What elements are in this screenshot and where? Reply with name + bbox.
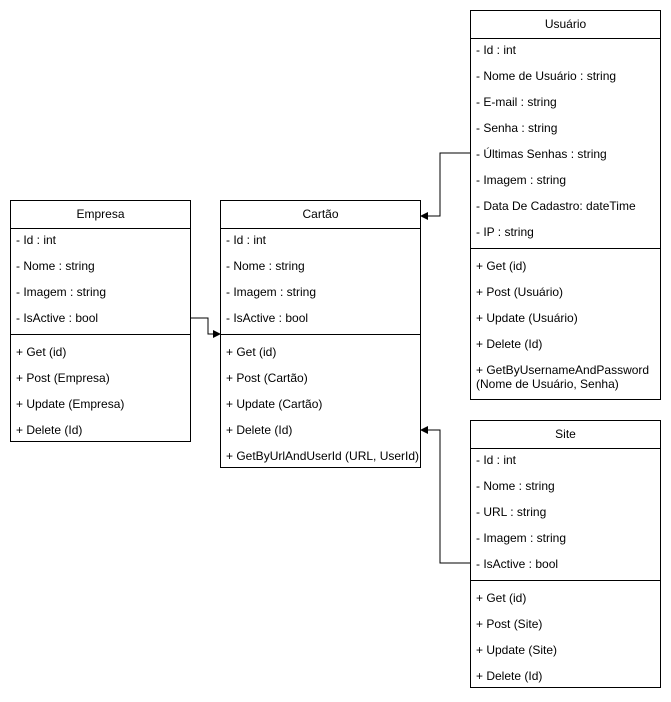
usuario-attr-senha: - Senha : string bbox=[476, 121, 558, 135]
cartao-method-update: + Update (Cartão) bbox=[226, 397, 323, 411]
site-attr-isactive: - IsActive : bool bbox=[476, 557, 559, 571]
empresa-attr-isactive: - IsActive : bool bbox=[16, 311, 99, 325]
usuario-divider bbox=[471, 248, 660, 249]
usuario-method-getbyusername: + GetByUsernameAndPassword (Nome de Usuá… bbox=[476, 363, 650, 391]
cartao-method-get: + Get (id) bbox=[226, 345, 277, 359]
cartao-method-getbyurl: + GetByUrlAndUserId (URL, UserId) bbox=[226, 449, 420, 463]
cartao-divider bbox=[221, 334, 420, 335]
usuario-attr-data-cadastro: - Data De Cadastro: dateTime bbox=[476, 199, 636, 213]
empresa-method-get: + Get (id) bbox=[16, 345, 67, 359]
cartao-method-post: + Post (Cartão) bbox=[226, 371, 308, 385]
empresa-attr-nome: - Nome : string bbox=[16, 259, 95, 273]
class-site-title: Site bbox=[471, 421, 660, 449]
cartao-attr-nome: - Nome : string bbox=[226, 259, 305, 273]
empresa-attr-id: - Id : int bbox=[16, 233, 57, 247]
class-usuario[interactable]: Usuário - Id : int - Nome de Usuário : s… bbox=[470, 10, 661, 400]
usuario-attr-imagem: - Imagem : string bbox=[476, 173, 567, 187]
usuario-attr-email: - E-mail : string bbox=[476, 95, 557, 109]
empresa-method-delete: + Delete (Id) bbox=[16, 423, 83, 437]
site-attr-imagem: - Imagem : string bbox=[476, 531, 567, 545]
site-method-get: + Get (id) bbox=[476, 591, 527, 605]
site-method-delete: + Delete (Id) bbox=[476, 669, 543, 683]
cartao-attr-id: - Id : int bbox=[226, 233, 267, 247]
usuario-attr-ultimas-senhas: - Últimas Senhas : string bbox=[476, 147, 607, 161]
cartao-attr-imagem: - Imagem : string bbox=[226, 285, 317, 299]
class-site[interactable]: Site - Id : int - Nome : string - URL : … bbox=[470, 420, 661, 688]
class-cartao[interactable]: Cartão - Id : int - Nome : string - Imag… bbox=[220, 200, 421, 468]
connector-site-cartao[interactable] bbox=[420, 426, 470, 564]
usuario-attr-ip: - IP : string bbox=[476, 225, 534, 239]
connector-empresa-cartao[interactable] bbox=[191, 317, 221, 338]
usuario-method-update: + Update (Usuário) bbox=[476, 311, 578, 325]
site-attr-url: - URL : string bbox=[476, 505, 547, 519]
class-cartao-title: Cartão bbox=[221, 201, 420, 229]
site-attr-id: - Id : int bbox=[476, 453, 517, 467]
empresa-method-update: + Update (Empresa) bbox=[16, 397, 125, 411]
class-empresa[interactable]: Empresa - Id : int - Nome : string - Ima… bbox=[10, 200, 191, 442]
class-usuario-title: Usuário bbox=[471, 11, 660, 39]
site-method-update: + Update (Site) bbox=[476, 643, 558, 657]
cartao-attr-isactive: - IsActive : bool bbox=[226, 311, 309, 325]
usuario-method-post: + Post (Usuário) bbox=[476, 285, 564, 299]
site-attr-nome: - Nome : string bbox=[476, 479, 555, 493]
cartao-method-delete: + Delete (Id) bbox=[226, 423, 293, 437]
site-divider bbox=[471, 580, 660, 581]
usuario-attr-id: - Id : int bbox=[476, 43, 517, 57]
empresa-method-post: + Post (Empresa) bbox=[16, 371, 110, 385]
empresa-divider bbox=[11, 334, 190, 335]
usuario-method-get: + Get (id) bbox=[476, 259, 527, 273]
usuario-attr-nome: - Nome de Usuário : string bbox=[476, 69, 617, 83]
connector-usuario-cartao[interactable] bbox=[420, 152, 470, 220]
usuario-method-delete: + Delete (Id) bbox=[476, 337, 543, 351]
class-empresa-title: Empresa bbox=[11, 201, 190, 229]
empresa-attr-imagem: - Imagem : string bbox=[16, 285, 107, 299]
site-method-post: + Post (Site) bbox=[476, 617, 543, 631]
